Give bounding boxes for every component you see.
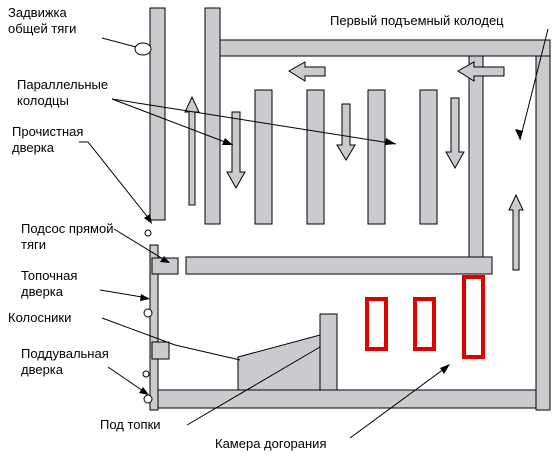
leader-lines: [79, 28, 549, 439]
grate-post: [319, 313, 338, 391]
labels: Задвижка общей тяги Первый подъемный кол…: [8, 5, 504, 451]
down-arrow-2-icon: [336, 103, 356, 161]
right-outer-wall: [535, 55, 551, 411]
ash-door-small-knob: [142, 370, 150, 378]
chamber-ceiling: [185, 256, 493, 275]
label-afterburn: Камера догорания: [215, 436, 326, 451]
label-cleaning-line2: дверка: [12, 140, 55, 155]
hearth-floor: [157, 389, 537, 409]
label-first-well: Первый подъемный колодец: [330, 13, 504, 28]
afterburn-marker-2: [413, 297, 436, 351]
down-arrow-1-icon: [226, 111, 246, 190]
label-parallel-line1: Параллельные: [17, 77, 108, 92]
label-suction-line2: тяги: [21, 237, 46, 252]
label-firebox-door-line1: Топочная: [21, 268, 77, 283]
right-inner-wall: [468, 55, 484, 258]
left-arrow-2-icon: [457, 61, 505, 82]
label-hearth: Под топки: [100, 417, 161, 432]
left-arrow-1-icon: [288, 61, 326, 82]
up-arrow-left-icon: [184, 95, 200, 206]
label-grates: Колосники: [8, 310, 71, 325]
firebox-door-knob: [143, 308, 153, 318]
label-parallel-line2: колодцы: [17, 93, 69, 108]
stove-walls: [149, 7, 551, 411]
afterburn-markers: [365, 275, 485, 359]
ash-door-knob: [143, 394, 153, 404]
label-damper-line2: общей тяги: [8, 21, 76, 36]
label-firebox-door-line2: дверка: [21, 284, 64, 299]
left-lower-wall: [149, 244, 159, 411]
afterburn-marker-1: [365, 297, 388, 351]
grate-wedge: [237, 334, 321, 391]
down-arrow-3-icon: [445, 97, 465, 170]
partition-3: [367, 89, 386, 225]
top-wall: [219, 39, 551, 57]
partition-4: [419, 89, 438, 225]
label-damper-line1: Задвижка: [8, 5, 68, 20]
label-ash-door-line2: дверка: [21, 362, 64, 377]
label-cleaning-line1: Прочистная: [12, 124, 83, 139]
label-ash-door-line1: Поддувальная: [21, 346, 109, 361]
afterburn-marker-3: [462, 275, 485, 359]
label-suction-line1: Подсос прямой: [21, 221, 113, 236]
partition-2: [306, 89, 325, 225]
up-arrow-right-icon: [508, 193, 524, 271]
grates: [237, 313, 338, 391]
flow-arrows: [184, 61, 524, 271]
left-outer-wall: [149, 7, 166, 221]
ash-door-block: [151, 341, 170, 360]
partition-1: [254, 89, 273, 225]
damper-ellipse: [134, 42, 152, 56]
suction-hole: [144, 229, 152, 237]
